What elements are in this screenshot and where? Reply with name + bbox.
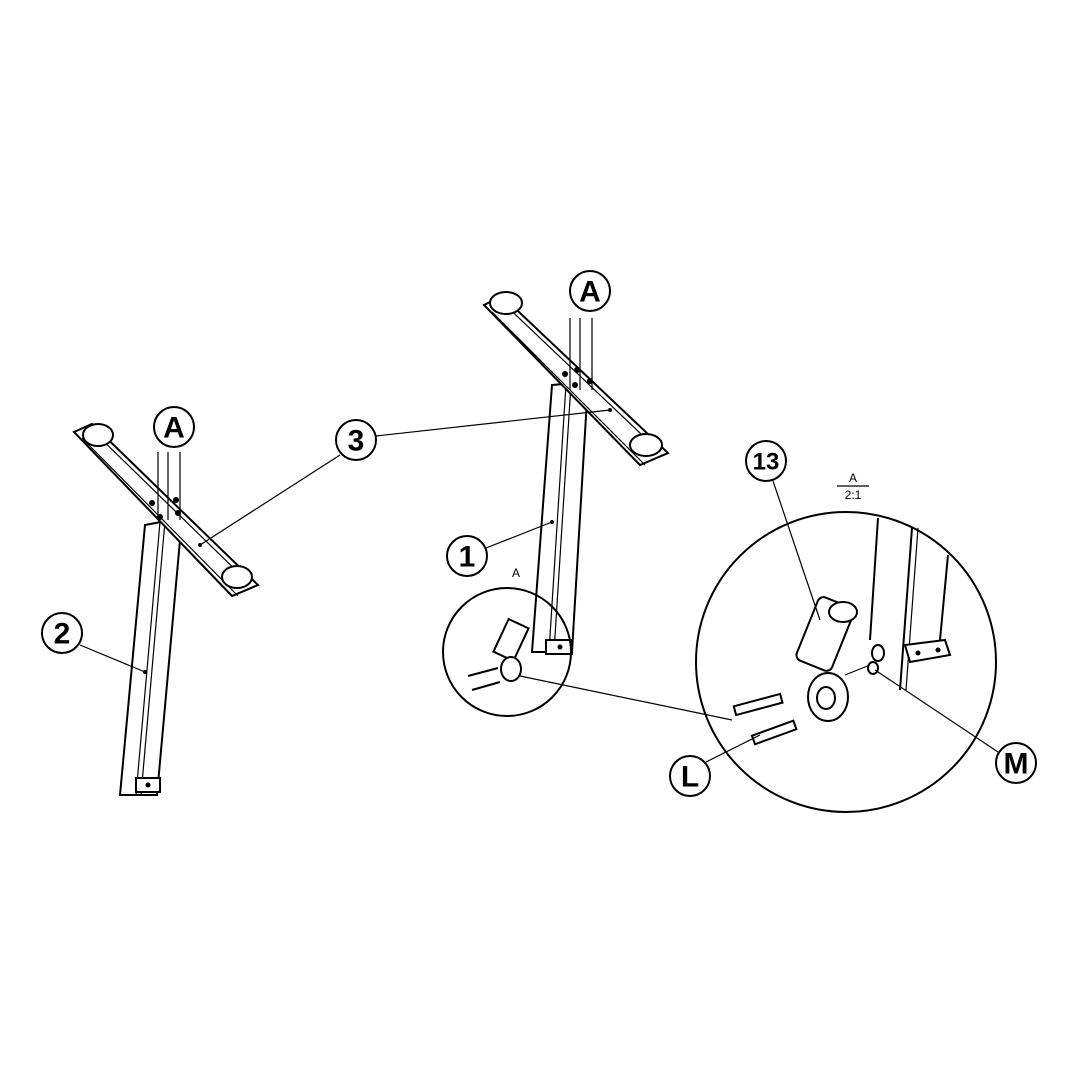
svg-text:1: 1	[459, 541, 476, 574]
detail-scale-label: 2:1	[845, 488, 862, 502]
svg-text:A: A	[579, 276, 601, 309]
svg-text:M: M	[1004, 748, 1029, 781]
detail-circle-small	[442, 587, 572, 717]
callout-fastener-m: M	[995, 742, 1037, 784]
left-leg-assembly	[72, 422, 260, 796]
svg-text:L: L	[681, 761, 699, 794]
callout-a-left: A	[153, 406, 195, 448]
crossbar-part-3-left	[72, 422, 260, 674]
callout-part-2: 2	[41, 612, 83, 654]
callout-a-center: A	[569, 270, 611, 312]
svg-text:2: 2	[54, 618, 71, 651]
leader-lines	[79, 409, 999, 763]
detail-reference-label: A	[512, 566, 520, 580]
detail-view-label: A	[849, 471, 857, 485]
callout-fastener-l: L	[669, 755, 711, 797]
center-leg-assembly: A	[442, 291, 670, 717]
svg-text:13: 13	[753, 449, 780, 476]
crossbar-part-3-center	[482, 291, 670, 467]
svg-text:A: A	[163, 412, 185, 445]
svg-text:3: 3	[348, 425, 365, 458]
callout-part-13: 13	[745, 440, 787, 482]
detail-view-a: A 2:1	[695, 471, 997, 813]
leg-part-2	[118, 516, 184, 796]
leg-part-1	[530, 380, 590, 655]
callout-part-3: 3	[335, 419, 377, 461]
callout-part-1: 1	[446, 535, 488, 577]
